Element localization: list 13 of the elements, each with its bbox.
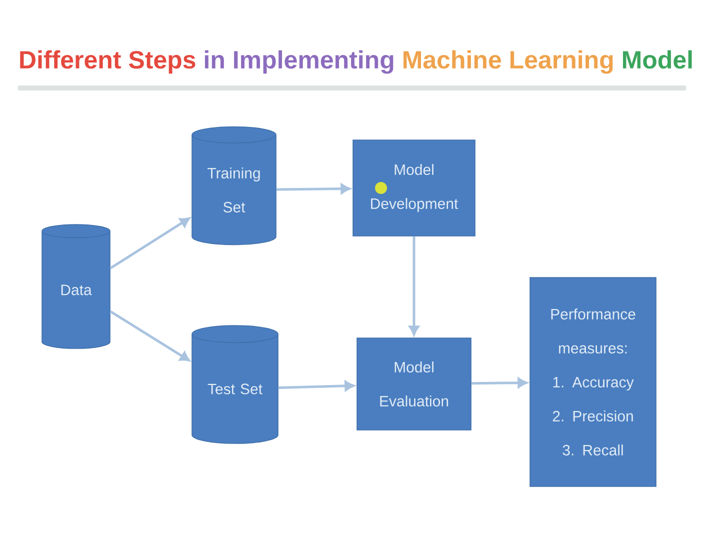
database-cylinder: Data	[42, 224, 110, 349]
arrow	[408, 236, 420, 336]
arrow	[471, 378, 528, 388]
title: Different Steps in Implementing Machine Learning Model	[20, 50, 692, 74]
arrow	[110, 310, 190, 362]
arrow	[278, 380, 354, 392]
process-box: Performance measures: 1. Accuracy 2. Precision 3. Recall	[530, 277, 656, 487]
arrow	[276, 184, 350, 194]
database-cylinder: Training Set	[192, 126, 276, 246]
arrow	[110, 218, 190, 270]
process-box: Model Evaluation	[356, 338, 472, 430]
process-box: Model Development	[352, 140, 476, 236]
database-cylinder: Test Set	[192, 325, 278, 444]
